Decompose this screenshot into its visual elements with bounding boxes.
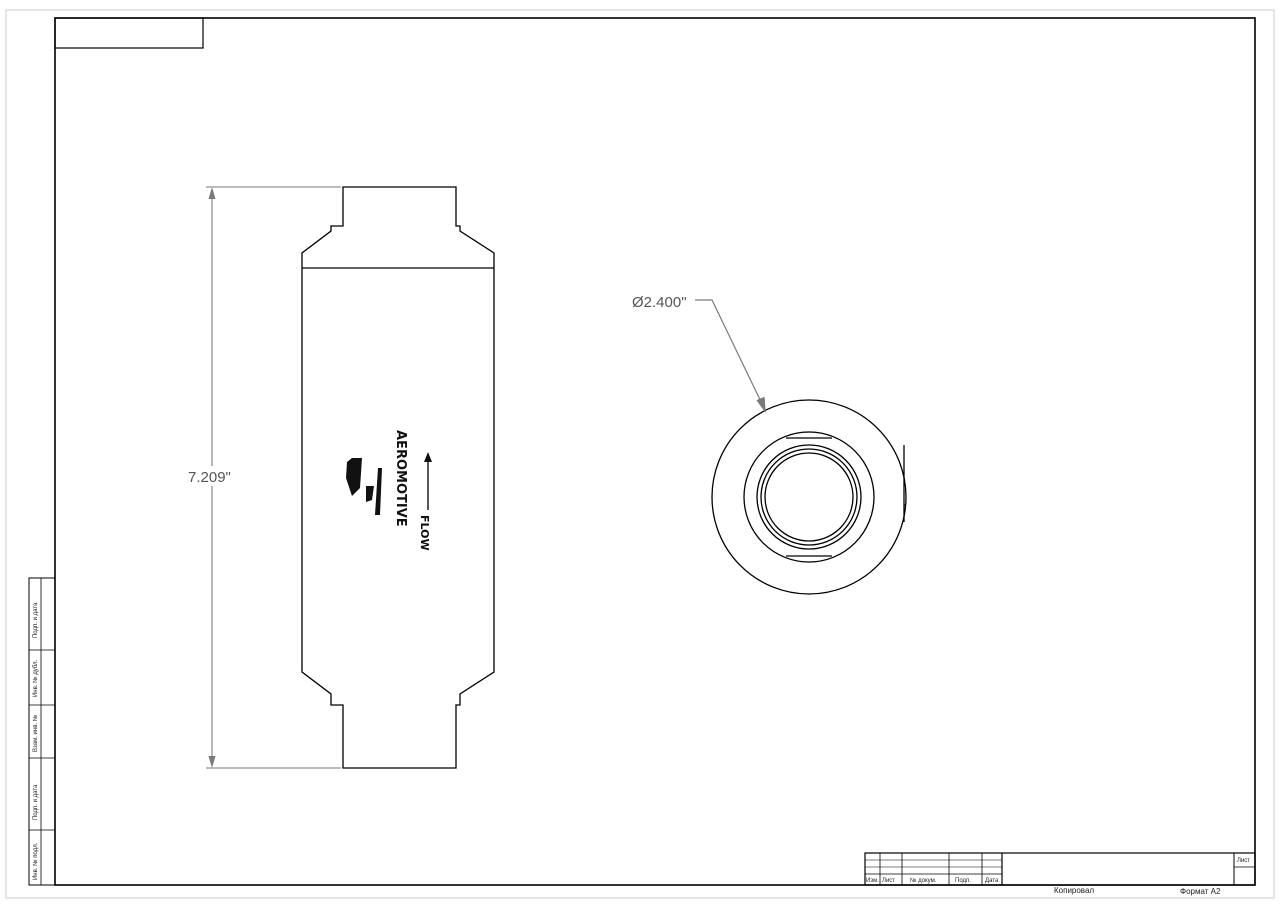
tb-format-label: Формат A2 [1180,887,1221,896]
tb-header-doc-no: № докум. [910,877,937,884]
filter-outline [301,186,495,769]
outer-border [5,9,1275,899]
sidebar-cell-sign-date-1: Подп. и дата [33,602,39,638]
filter-end-view [711,399,907,595]
flow-indicator: FLOW [418,452,432,551]
logo-wordmark: AEROMOTIVE [393,430,408,527]
sidebar-cell-sign-date-2: Подп. и дата [33,784,39,820]
end-view-port-inner [760,448,858,546]
left-sidebar-stamp: Подп. и дата Инв. № дубл. Взам. инв. № П… [28,577,56,886]
tb-header-change: Изм. [866,878,879,884]
title-block [864,852,1256,886]
tb-header-date: Дата [985,878,999,884]
end-view-bore [764,452,854,542]
tb-sheet-label: Лист [1237,858,1250,864]
aeromotive-logo: AEROMOTIVE [346,430,408,527]
flow-arrow-icon [424,452,432,462]
drawing-frame [54,17,1256,886]
diameter-dimension-label: Ø2.400" [632,294,687,311]
sidebar-cell-replace-inv: Взам. инв. № [32,715,39,752]
filter-front-view [301,186,495,769]
tb-copied-label: Копировал [1054,886,1094,895]
sidebar-cell-dup-inv: Инв. № дубл. [32,660,39,697]
diameter-dimension [695,299,766,414]
flow-label: FLOW [418,515,431,551]
tb-header-sign: Подп. [955,878,971,884]
end-view-outer-ring [711,399,907,595]
end-view-hex-fitting [743,431,875,563]
corner-stamp-box [54,17,204,49]
sidebar-cell-orig-inv: Инв. № подл. [32,842,39,880]
tb-header-sheet: Лист [882,878,895,884]
end-view-port-outer [756,444,862,550]
length-dimension-label: 7.209" [188,469,231,486]
